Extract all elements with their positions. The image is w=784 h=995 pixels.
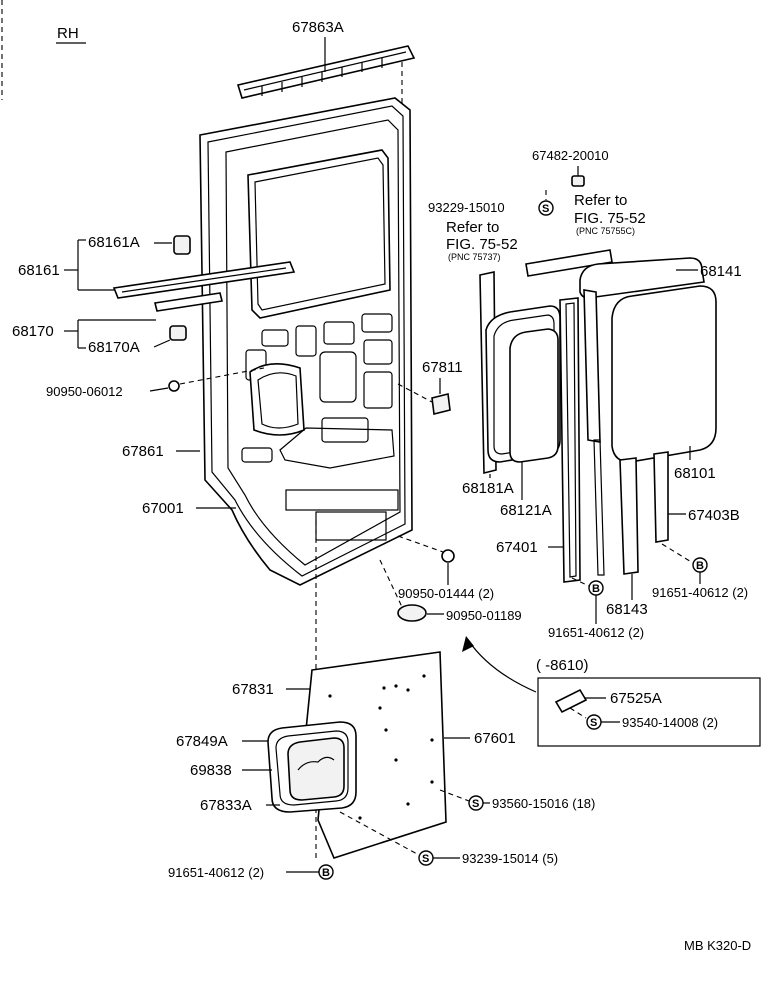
label-90950-06012: 90950-06012 <box>46 384 123 399</box>
label-67861: 67861 <box>122 443 164 460</box>
label-67525A: 67525A <box>610 690 662 707</box>
part-armrest-group <box>267 721 357 813</box>
screw-symbol-93540: S <box>586 714 602 730</box>
label-68161A: 68161A <box>88 234 140 251</box>
label-68170: 68170 <box>12 323 54 340</box>
ref1-line3: (PNC 75737) <box>448 252 501 262</box>
svg-text:S: S <box>472 798 479 810</box>
bolt-symbol-bottom: B <box>318 864 334 880</box>
leaders-68161 <box>64 239 172 349</box>
label-67403B: 67403B <box>688 507 740 524</box>
label-67863A: 67863A <box>292 19 344 36</box>
label-93560: 93560-15016 (18) <box>492 796 595 811</box>
inset-arrowhead <box>462 636 474 652</box>
label-68170A: 68170A <box>88 339 140 356</box>
guide-bolt-right <box>661 543 694 564</box>
screw-symbol-93229: S <box>538 200 554 216</box>
guide-93540 <box>569 707 587 719</box>
label-91651-bottom: 91651-40612 (2) <box>168 865 264 880</box>
svg-text:S: S <box>422 853 429 865</box>
part-68161-channel <box>112 235 296 341</box>
label-68181A: 68181A <box>462 480 514 497</box>
label-68141: 68141 <box>700 263 742 280</box>
label-68101: 68101 <box>674 465 716 482</box>
glass-assembly <box>479 249 717 583</box>
part-67863A-weatherstrip <box>236 45 416 99</box>
label-67811: 67811 <box>422 359 463 376</box>
inset-arrow <box>467 639 537 693</box>
ref2-line3: (PNC 75755C) <box>576 226 635 236</box>
label-93239: 93239-15014 (5) <box>462 851 558 866</box>
screw-symbol-93239: S <box>418 850 434 866</box>
side-label: RH <box>57 25 79 42</box>
ref2-line2: FIG. 75-52 <box>574 210 646 227</box>
svg-text:S: S <box>590 717 597 729</box>
guide-bolt-mid <box>571 577 590 587</box>
label-68143: 68143 <box>606 601 648 618</box>
ref2-line1: Refer to <box>574 192 627 209</box>
label-67833A: 67833A <box>200 797 252 814</box>
inset-range: ( -8610) <box>536 657 589 674</box>
part-67482-20010 <box>571 175 585 187</box>
svg-text:B: B <box>696 560 704 572</box>
label-69838: 69838 <box>190 762 232 779</box>
label-93540: 93540-14008 (2) <box>622 715 718 730</box>
label-67601: 67601 <box>474 730 516 747</box>
label-90950-01444: 90950-01444 (2) <box>398 586 494 601</box>
bolt-symbol-mid: B <box>588 580 604 596</box>
label-93229-15010: 93229-15010 <box>428 200 505 215</box>
label-67001: 67001 <box>142 500 184 517</box>
svg-text:S: S <box>542 203 549 215</box>
ref1-line2: FIG. 75-52 <box>446 236 518 253</box>
label-67401: 67401 <box>496 539 538 556</box>
label-67831: 67831 <box>232 681 274 698</box>
footer-code: MB K320-D <box>684 938 751 953</box>
label-67482-20010: 67482-20010 <box>532 148 609 163</box>
guide-93239 <box>339 811 420 856</box>
guide-90950-01444 <box>397 535 444 553</box>
label-91651-mid: 91651-40612 (2) <box>548 625 644 640</box>
svg-text:B: B <box>322 867 330 879</box>
leader-90950-06012 <box>149 387 169 392</box>
screw-symbol-93560: S <box>468 795 484 811</box>
part-67811 <box>431 393 451 415</box>
part-90950-01444-clip <box>441 549 455 563</box>
label-90950-01189: 90950-01189 <box>446 608 522 623</box>
svg-text:B: B <box>592 583 600 595</box>
guide-67811 <box>397 383 433 403</box>
label-68161: 68161 <box>18 262 60 279</box>
ref1-line1: Refer to <box>446 219 499 236</box>
label-91651-right: 91651-40612 (2) <box>652 585 748 600</box>
inset-box <box>537 677 761 747</box>
part-90950-06012-clip <box>168 380 180 392</box>
part-90950-01189-plug <box>397 604 427 622</box>
door-panel <box>199 97 413 586</box>
bolt-symbol-right: B <box>692 557 708 573</box>
label-68121A: 68121A <box>500 502 552 519</box>
part-67525A <box>554 688 588 714</box>
label-67849A: 67849A <box>176 733 228 750</box>
